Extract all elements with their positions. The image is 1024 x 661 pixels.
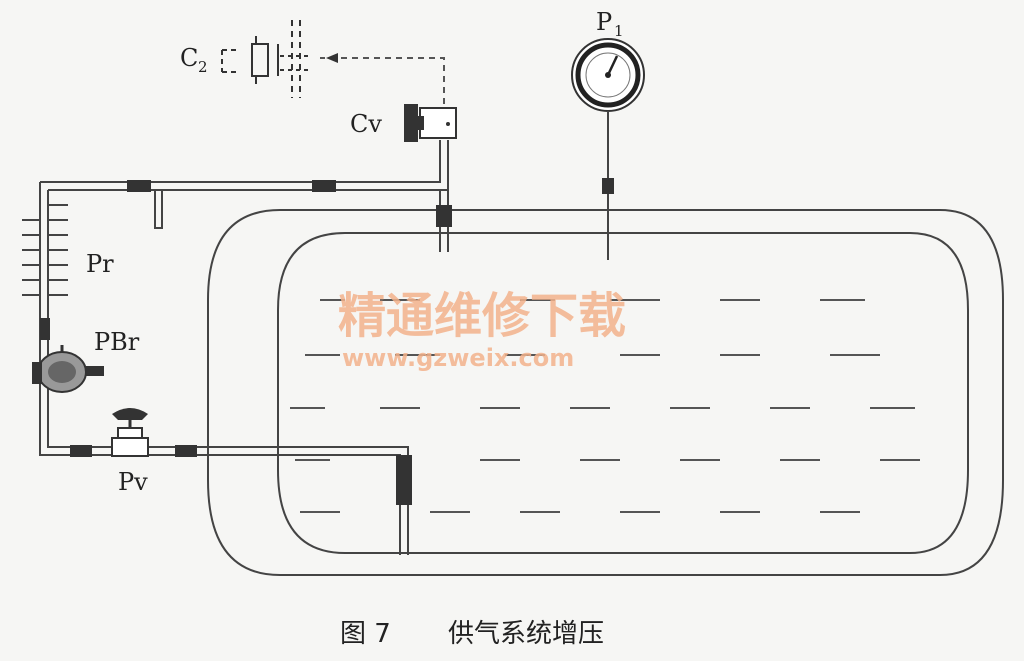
tank-outer-shell: [207, 209, 1004, 576]
label-c2-subscript: 2: [198, 58, 208, 76]
p1-pressure-gauge: [571, 38, 645, 260]
label-pv: Pv: [118, 468, 148, 496]
label-cv: Cv: [350, 110, 382, 138]
label-c2: C: [180, 44, 198, 72]
pr-fitting: [40, 318, 50, 340]
caption-title: 供气系统增压: [448, 619, 604, 649]
label-p1: P: [596, 8, 612, 36]
tank-inner-shell: [277, 232, 969, 554]
c2-dashed-line: [320, 57, 445, 104]
liquid-level-dashes: [290, 299, 920, 513]
pr-coil-fins: [22, 204, 68, 296]
watermark-url: www.gzweix.com: [342, 344, 574, 372]
top-pipe-fittings: [127, 180, 452, 227]
pbr-regulator: [32, 345, 104, 393]
bottom-pipe-fittings: [70, 445, 412, 505]
c2-connector: [221, 20, 310, 98]
c2-arrow: [326, 53, 338, 63]
top-gas-pipe: [40, 140, 449, 252]
label-pbr: PBr: [94, 328, 140, 356]
cv-valve: [404, 104, 457, 142]
pv-valve: [111, 408, 149, 457]
caption-figure-number: 图 7: [340, 619, 391, 649]
watermark-title: 精通维修下载: [338, 288, 626, 344]
label-p1-subscript: 1: [614, 22, 624, 40]
label-pr: Pr: [86, 250, 114, 278]
